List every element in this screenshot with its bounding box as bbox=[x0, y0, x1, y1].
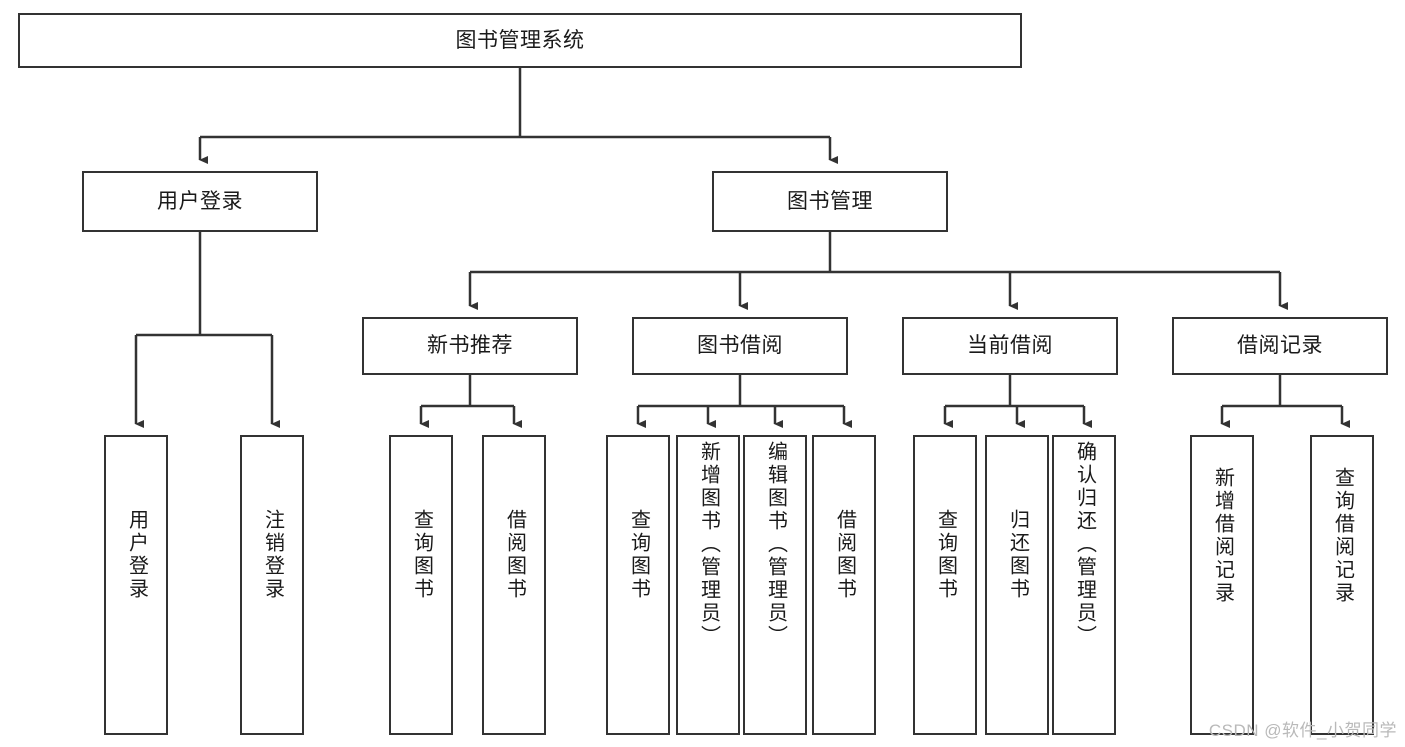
leaf-logout-label: 注销登录 bbox=[261, 509, 284, 601]
node-user-login-label: 用户登录 bbox=[157, 189, 243, 213]
node-new-book-recommend[interactable]: 新书推荐 bbox=[362, 317, 578, 375]
leaf-add-book-admin[interactable]: 新增图书（管理员） bbox=[676, 435, 740, 735]
leaf-query-book-newbook-label: 查询图书 bbox=[410, 509, 433, 601]
leaf-query-book-current[interactable]: 查询图书 bbox=[913, 435, 977, 735]
node-borrow-records[interactable]: 借阅记录 bbox=[1172, 317, 1388, 375]
node-book-management[interactable]: 图书管理 bbox=[712, 171, 948, 232]
leaf-query-book-current-label: 查询图书 bbox=[934, 509, 957, 601]
node-current-borrow[interactable]: 当前借阅 bbox=[902, 317, 1118, 375]
node-root-label: 图书管理系统 bbox=[455, 28, 585, 52]
leaf-return-book[interactable]: 归还图书 bbox=[985, 435, 1049, 735]
leaf-add-book-admin-label: 新增图书（管理员） bbox=[697, 441, 720, 648]
leaf-confirm-return-admin-label: 确认归还（管理员） bbox=[1073, 441, 1096, 648]
leaf-query-book-newbook[interactable]: 查询图书 bbox=[389, 435, 453, 735]
leaf-query-borrow-record[interactable]: 查询借阅记录 bbox=[1310, 435, 1374, 735]
leaf-query-book-borrow-label: 查询图书 bbox=[627, 509, 650, 601]
leaf-confirm-return-admin[interactable]: 确认归还（管理员） bbox=[1052, 435, 1116, 735]
node-book-borrow[interactable]: 图书借阅 bbox=[632, 317, 848, 375]
node-new-book-recommend-label: 新书推荐 bbox=[427, 334, 513, 358]
node-borrow-records-label: 借阅记录 bbox=[1237, 334, 1323, 358]
leaf-edit-book-admin[interactable]: 编辑图书（管理员） bbox=[743, 435, 807, 735]
leaf-edit-book-admin-label: 编辑图书（管理员） bbox=[764, 441, 787, 648]
leaf-add-borrow-record[interactable]: 新增借阅记录 bbox=[1190, 435, 1254, 735]
watermark-text: CSDN @软件_小贺同学 bbox=[1208, 721, 1397, 740]
leaf-borrow-book[interactable]: 借阅图书 bbox=[812, 435, 876, 735]
node-book-borrow-label: 图书借阅 bbox=[697, 334, 783, 358]
leaf-query-book-borrow[interactable]: 查询图书 bbox=[606, 435, 670, 735]
node-user-login[interactable]: 用户登录 bbox=[82, 171, 318, 232]
leaf-logout[interactable]: 注销登录 bbox=[240, 435, 304, 735]
leaf-add-borrow-record-label: 新增借阅记录 bbox=[1211, 467, 1234, 605]
leaf-borrow-book-label: 借阅图书 bbox=[833, 509, 856, 601]
leaf-query-borrow-record-label: 查询借阅记录 bbox=[1331, 467, 1354, 605]
node-current-borrow-label: 当前借阅 bbox=[967, 334, 1053, 358]
node-root[interactable]: 图书管理系统 bbox=[18, 13, 1022, 68]
leaf-return-book-label: 归还图书 bbox=[1006, 509, 1029, 601]
leaf-user-login-label: 用户登录 bbox=[125, 509, 148, 601]
leaf-borrow-book-newbook-label: 借阅图书 bbox=[503, 509, 526, 601]
leaf-borrow-book-newbook[interactable]: 借阅图书 bbox=[482, 435, 546, 735]
node-book-management-label: 图书管理 bbox=[787, 189, 873, 213]
leaf-user-login[interactable]: 用户登录 bbox=[104, 435, 168, 735]
